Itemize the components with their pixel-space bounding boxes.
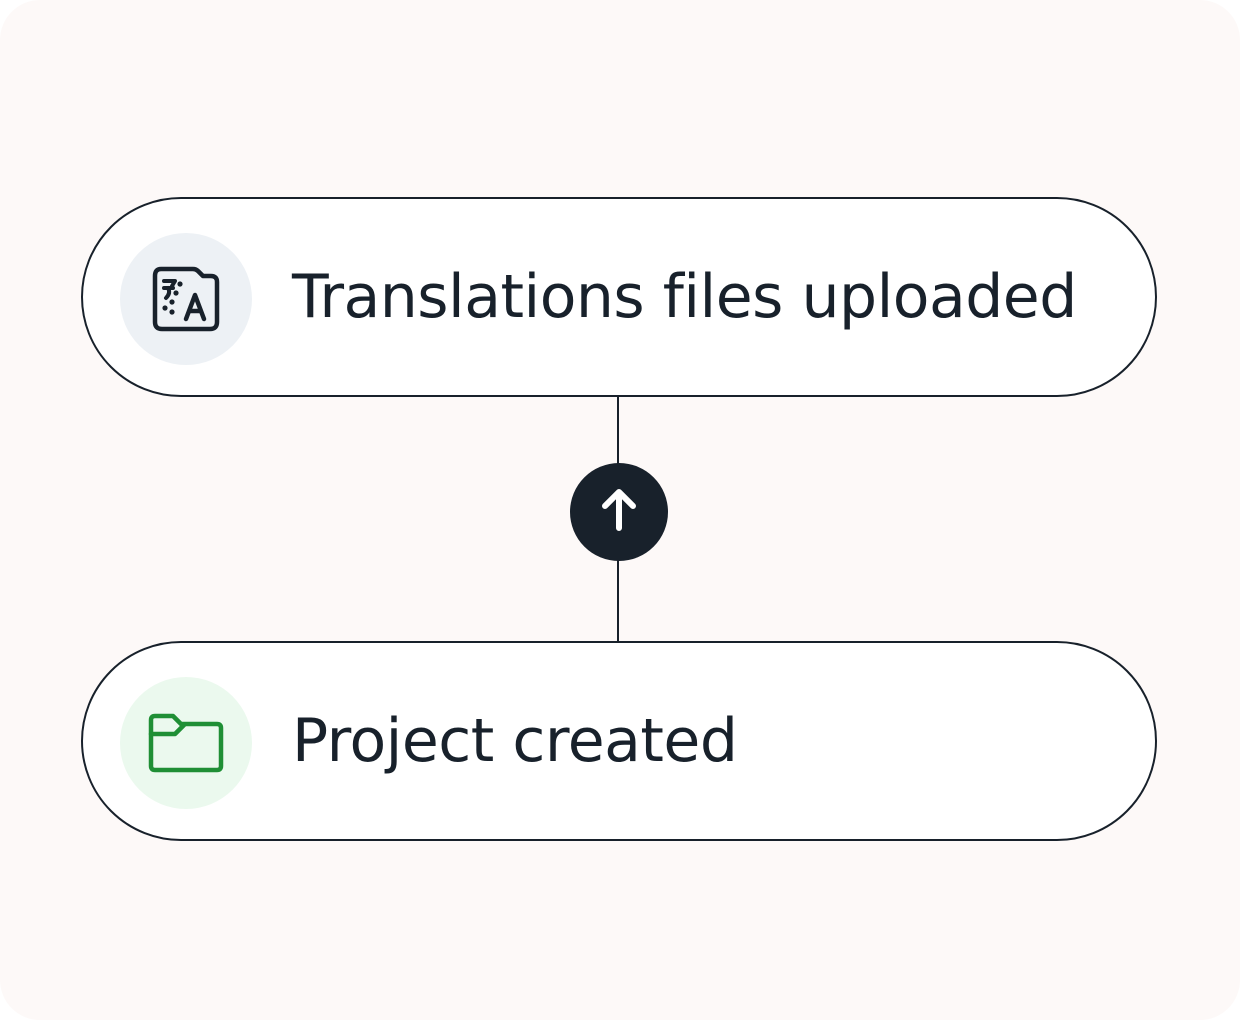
step-translations-uploaded: Translations files uploaded <box>81 197 1157 397</box>
translate-icon <box>151 266 221 332</box>
step-project-created: Project created <box>81 641 1157 841</box>
connector-line <box>617 397 619 467</box>
step-label: Translations files uploaded <box>292 262 1077 332</box>
connector-line <box>617 556 619 643</box>
folder-icon <box>147 712 225 774</box>
translate-icon-badge <box>120 233 252 365</box>
folder-icon-badge <box>120 677 252 809</box>
arrow-up-icon <box>597 486 641 539</box>
step-label: Project created <box>292 706 738 776</box>
connector-arrow-node <box>570 463 668 561</box>
